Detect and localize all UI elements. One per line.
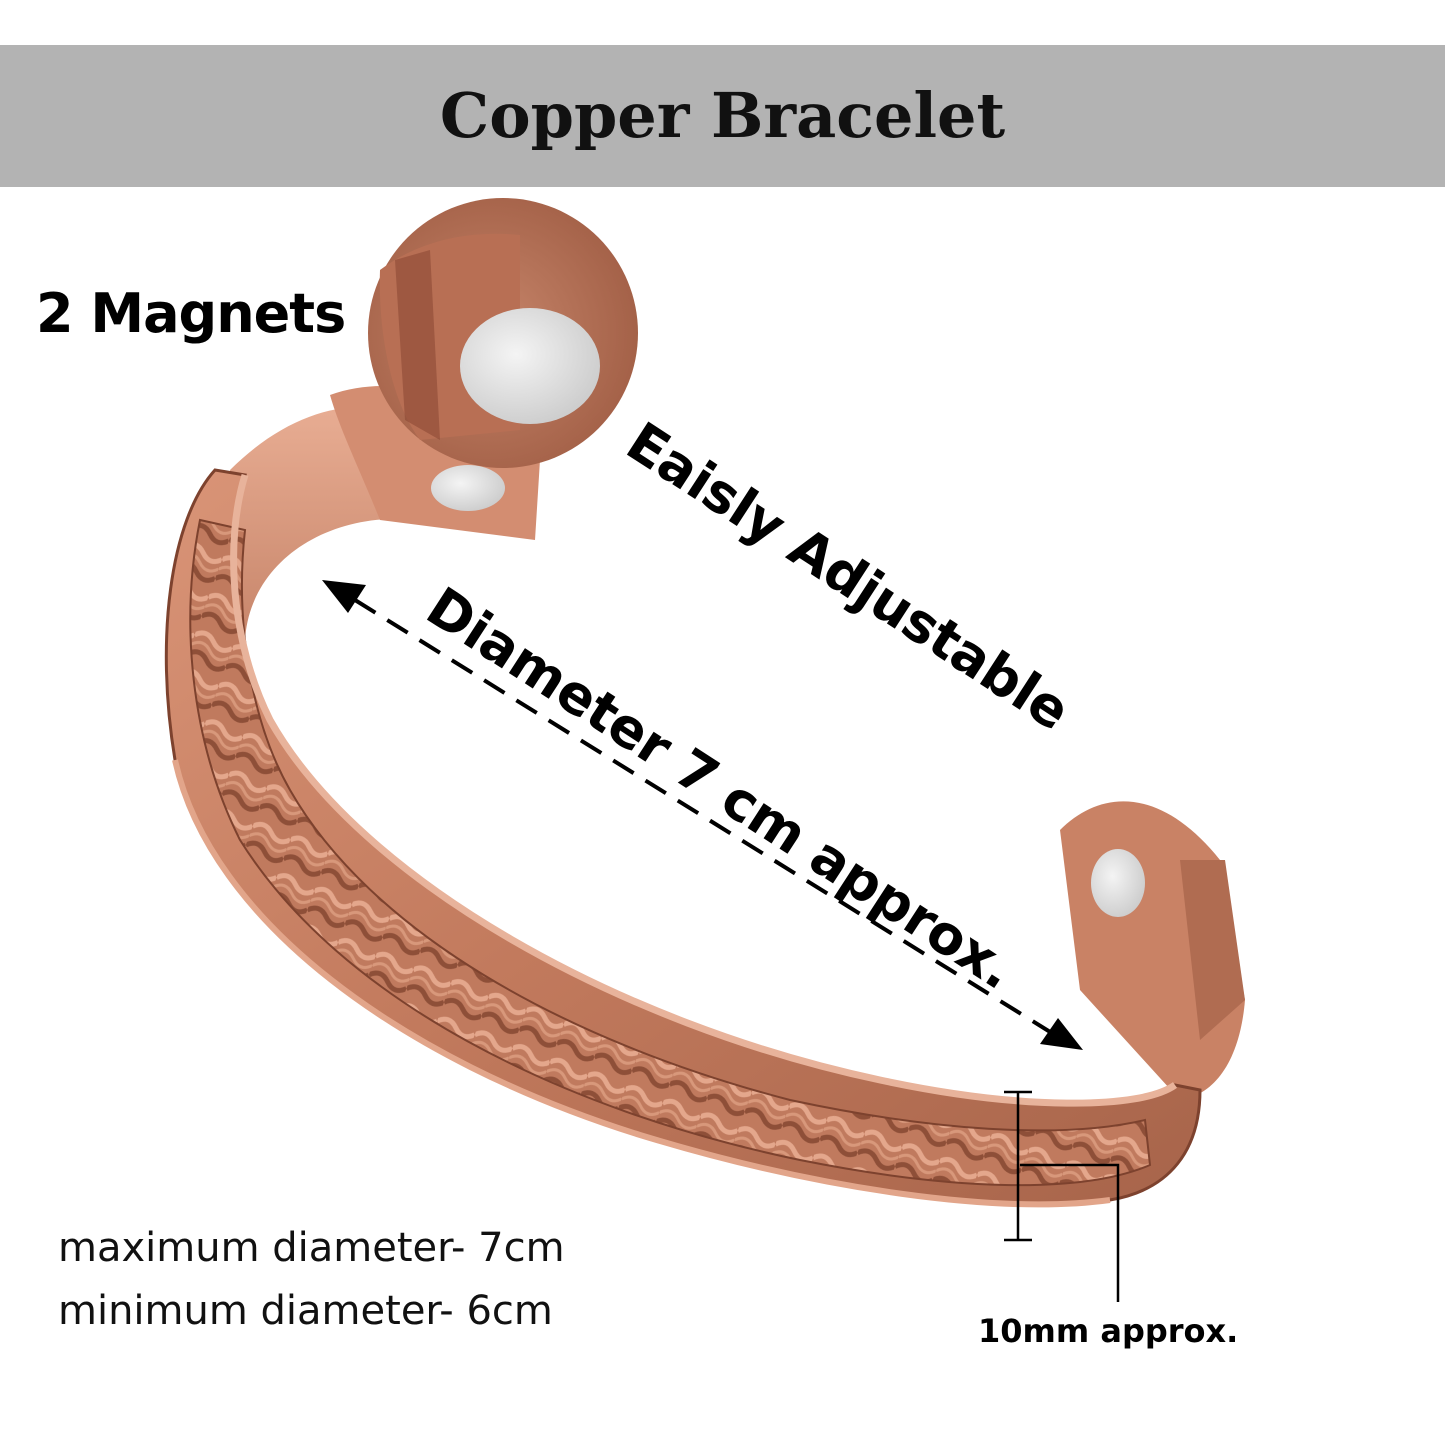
- magnets-label: 2 Magnets: [36, 282, 346, 345]
- bracelet-top-rim: [230, 473, 1178, 1107]
- magnet-right: [1091, 849, 1145, 917]
- title-banner: Copper Bracelet: [0, 45, 1445, 187]
- magnet-left: [431, 465, 505, 511]
- bracelet-bottom-rim: [172, 759, 1111, 1208]
- magnet-closeup-icon: [368, 198, 638, 468]
- dashed-diameter-arrow-icon: [353, 598, 1057, 1037]
- width-label: 10mm approx.: [978, 1312, 1239, 1350]
- min-diameter-text: minimum diameter- 6cm: [58, 1288, 553, 1334]
- arrowhead-right: [1040, 1018, 1083, 1050]
- arrowhead-left: [322, 580, 366, 613]
- page-title: Copper Bracelet: [439, 79, 1006, 152]
- braided-strip: [189, 518, 1152, 1187]
- max-diameter-text: maximum diameter- 7cm: [58, 1225, 565, 1271]
- magnet-closeup: [460, 308, 600, 424]
- width-bracket-icon: [1004, 1090, 1120, 1302]
